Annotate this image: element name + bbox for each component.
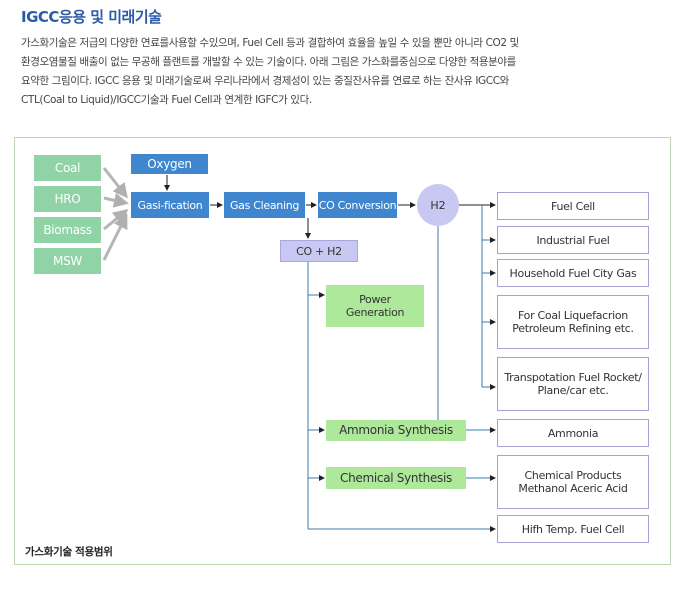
output-label: Fuel Cell bbox=[551, 199, 595, 213]
power-generation-line: Generation bbox=[345, 306, 405, 319]
feedstock-coal: Coal bbox=[34, 155, 101, 181]
chemical-synthesis-box: Chemical Synthesis bbox=[326, 467, 466, 489]
description-line: 환경오염물질 배출이 없는 무공해 플랜트를 개발할 수 있는 기술이다. 아래… bbox=[21, 56, 516, 68]
gasification-box: Gasi-fication bbox=[131, 192, 209, 218]
feedstock-biomass: Biomass bbox=[34, 217, 101, 243]
description: 가스화기술은 저급의 다양한 연료를사용할 수있으며, Fuel Cell 등과… bbox=[21, 34, 669, 110]
output-household-fuel: Household Fuel City Gas bbox=[497, 259, 649, 287]
output-label: Hifh Temp. Fuel Cell bbox=[521, 522, 625, 536]
power-generation-box: Power Generation bbox=[326, 285, 424, 327]
co-conversion-box: CO Conversion bbox=[318, 192, 397, 218]
h2-node: H2 bbox=[417, 184, 459, 226]
output-label: Industrial Fuel bbox=[536, 233, 610, 247]
output-label: Ammonia bbox=[547, 426, 599, 440]
output-transportation-fuel: Transpotation Fuel Rocket/ Plane/car etc… bbox=[497, 357, 649, 411]
output-label: For Coal Liquefacrion bbox=[518, 309, 628, 322]
output-industrial-fuel: Industrial Fuel bbox=[497, 226, 649, 254]
output-label: Transpotation Fuel Rocket/ bbox=[504, 371, 642, 384]
diagram-caption: 가스화기술 적용범위 bbox=[25, 546, 113, 558]
output-high-temp-fuel-cell: Hifh Temp. Fuel Cell bbox=[497, 515, 649, 543]
co-h2-box: CO + H2 bbox=[280, 240, 358, 262]
ammonia-synthesis-box: Ammonia Synthesis bbox=[326, 420, 466, 441]
description-line: 요약한 그림이다. IGCC 응용 및 미래기술로써 우리나라에서 경제성이 있… bbox=[21, 75, 509, 87]
output-label: Household Fuel City Gas bbox=[509, 266, 637, 280]
feedstock-msw: MSW bbox=[34, 248, 101, 274]
output-label: Chemical Products bbox=[524, 469, 622, 482]
output-fuel-cell: Fuel Cell bbox=[497, 192, 649, 220]
output-label: Plane/car etc. bbox=[537, 384, 609, 397]
gas-cleaning-box: Gas Cleaning bbox=[224, 192, 305, 218]
output-ammonia: Ammonia bbox=[497, 419, 649, 447]
page-title: IGCC응용 및 미래기술 bbox=[21, 8, 162, 26]
output-coal-liquefaction: For Coal Liquefacrion Petroleum Refining… bbox=[497, 295, 649, 349]
oxygen-box: Oxygen bbox=[131, 154, 208, 174]
description-line: CTL(Coal to Liquid)/IGCC기술과 Fuel Cell과 연… bbox=[21, 94, 312, 106]
output-chemical-products: Chemical Products Methanol Aceric Acid bbox=[497, 455, 649, 509]
output-label: Methanol Aceric Acid bbox=[518, 482, 628, 495]
power-generation-line: Power bbox=[359, 293, 391, 306]
feedstock-hro: HRO bbox=[34, 186, 101, 212]
description-line: 가스화기술은 저급의 다양한 연료를사용할 수있으며, Fuel Cell 등과… bbox=[21, 37, 519, 49]
diagram-panel bbox=[14, 137, 671, 565]
output-label: Petroleum Refining etc. bbox=[512, 322, 634, 335]
